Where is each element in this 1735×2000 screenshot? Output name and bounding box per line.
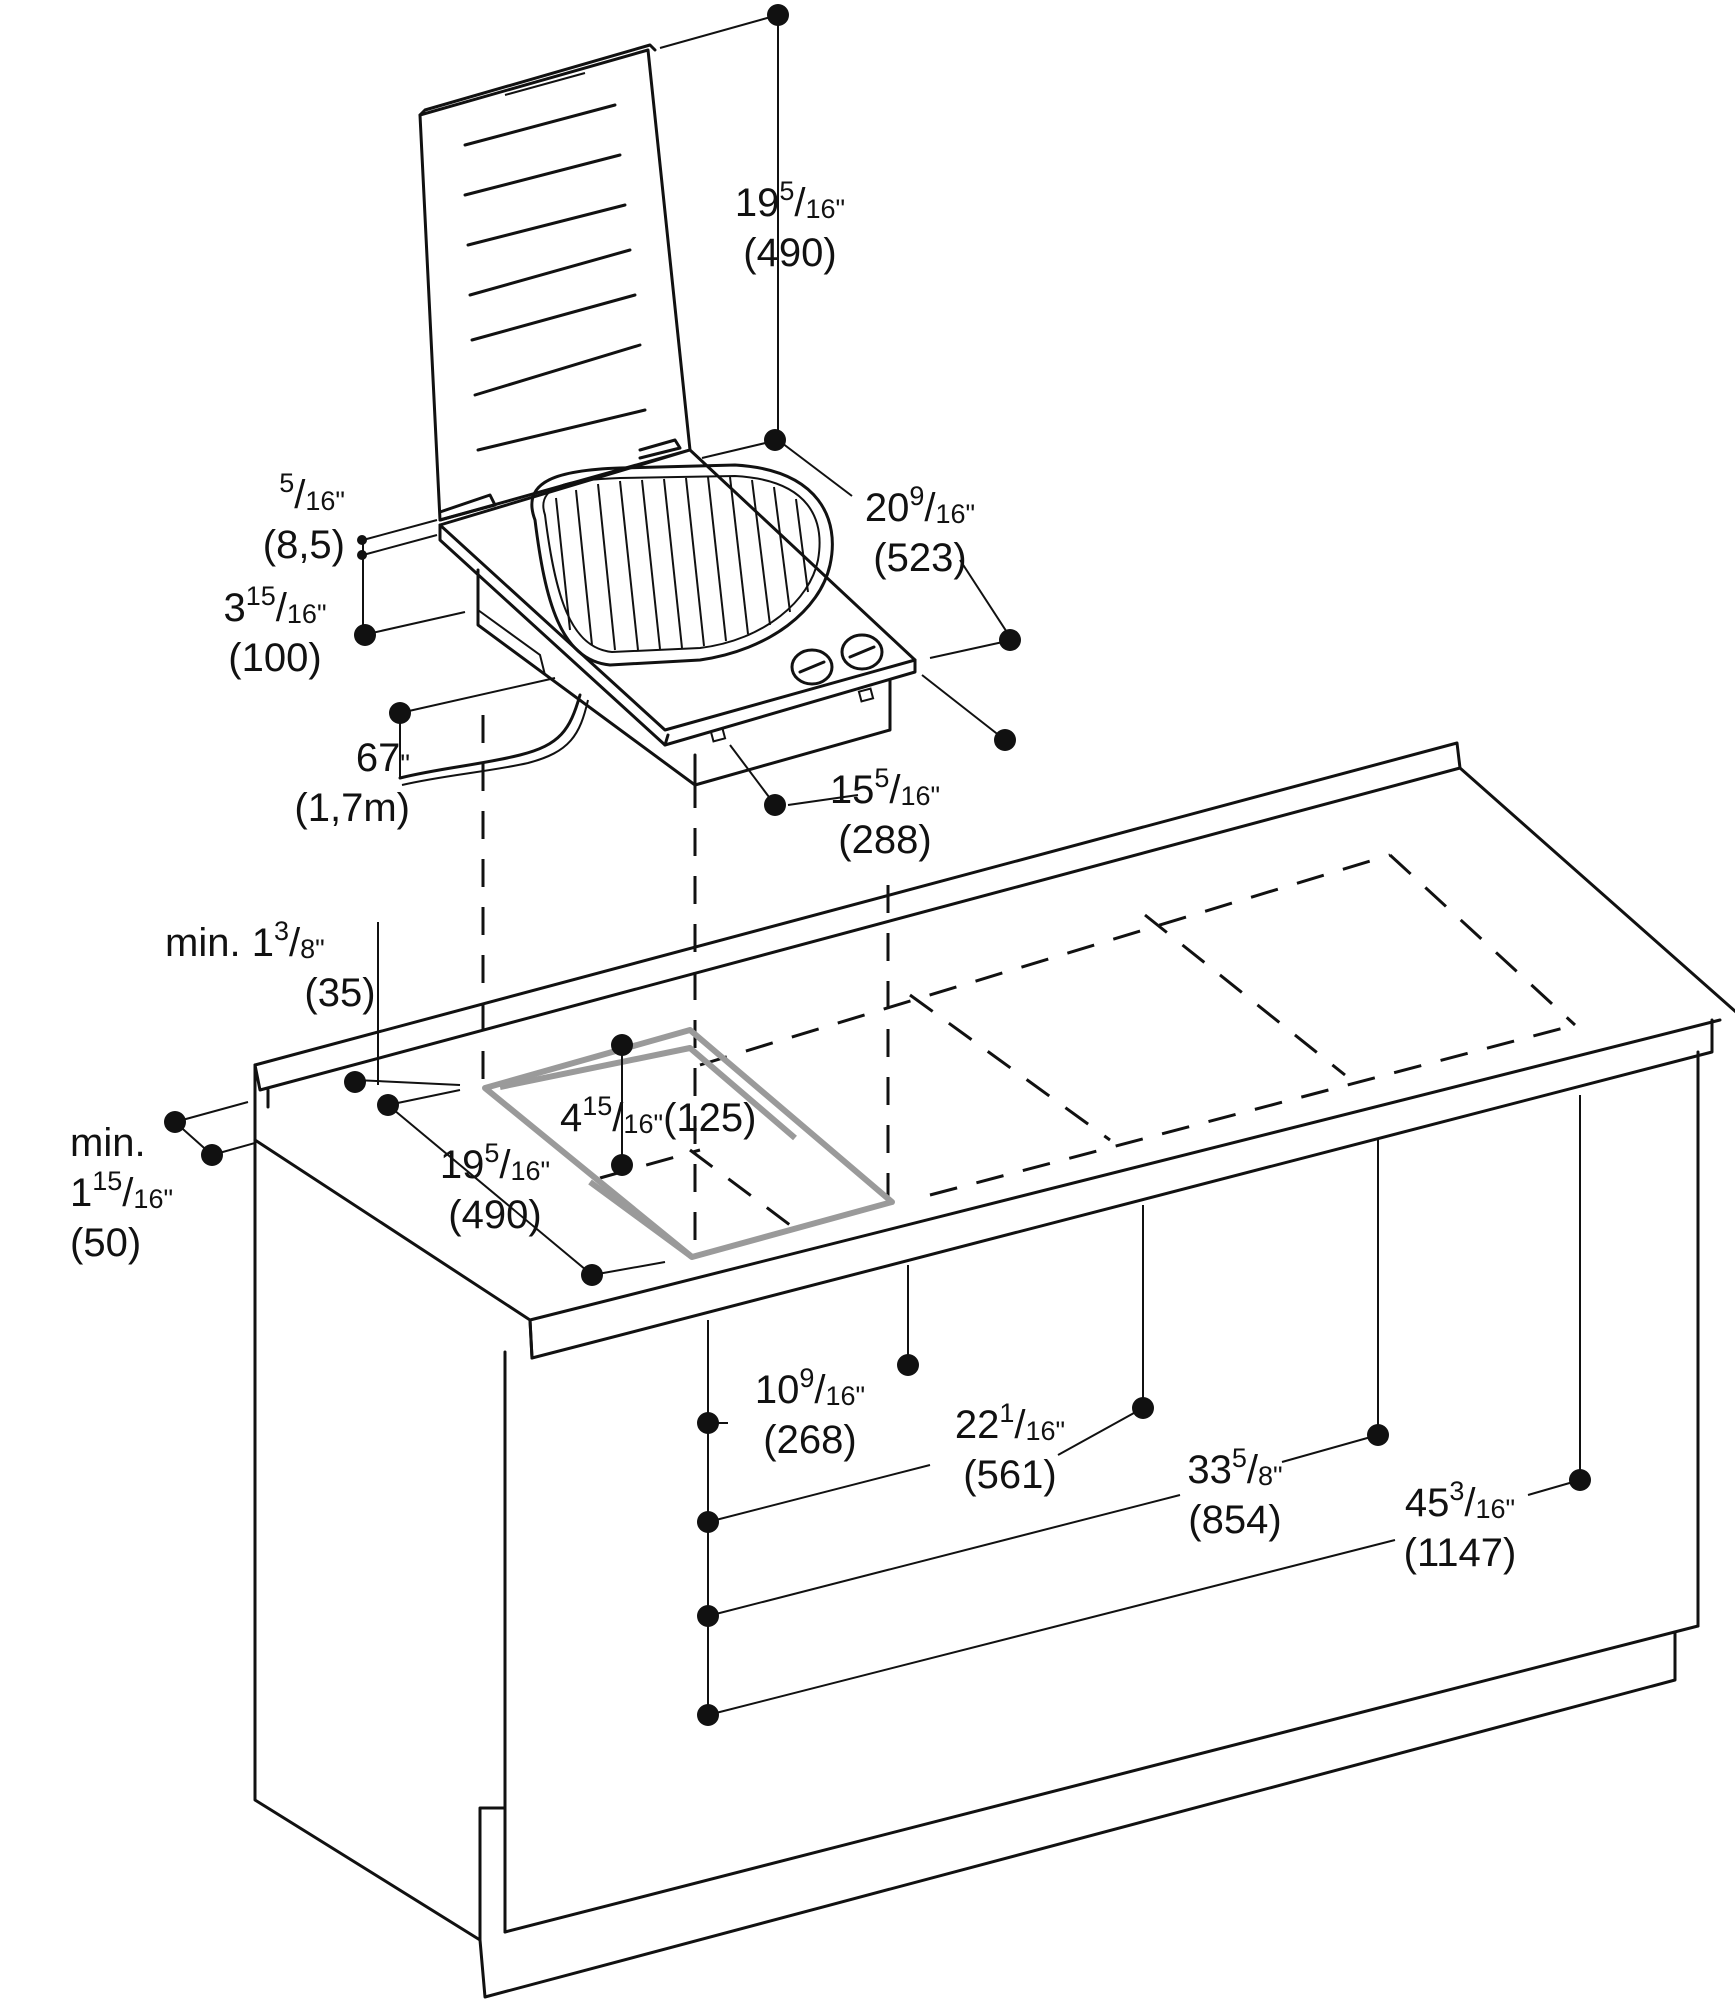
dim-distance-3: 335/8" (854) (1187, 1443, 1283, 1543)
point-rear-b (377, 1094, 399, 1116)
point-cutout-depth (581, 1264, 603, 1286)
point-base-1 (697, 1412, 719, 1434)
cabinet-left-side (253, 1138, 507, 1942)
dim-cutout-width: 415/16"(125) (560, 1091, 757, 1141)
placement-grid (481, 715, 1577, 1255)
backsplash-top-edge (253, 741, 1735, 1067)
point-gap-bottom (357, 550, 367, 560)
cabinet-plinth (478, 1630, 1677, 1999)
grill-grate (530, 463, 834, 667)
point-base-4 (697, 1704, 719, 1726)
point-front-a (164, 1111, 186, 1133)
dim-lid-height: 195/16" (490) (734, 176, 846, 276)
point-cutout-bottom (611, 1154, 633, 1176)
point-lid-top (767, 4, 789, 26)
point-d1 (897, 1354, 919, 1376)
countertop-corner (528, 1318, 534, 1360)
dim-cutout-depth: 195/16" (490) (439, 1138, 551, 1238)
dim-body-height: 315/16" (100) (223, 581, 327, 681)
hinge-right (638, 438, 682, 460)
dimension-lines (174, 14, 1581, 1716)
grill-lid-ribs (463, 103, 647, 452)
power-cord (398, 693, 582, 780)
dim-appliance-depth: 209/16" (523) (864, 481, 976, 581)
point-body-bottom (354, 624, 376, 646)
dim-distance-1: 109/16" (268) (754, 1363, 866, 1463)
point-rear-a (344, 1071, 366, 1093)
cabinet-front-bottom-edge (503, 1624, 1700, 1934)
point-lid-bottom (764, 429, 786, 451)
body-indicator-right (857, 687, 875, 703)
point-base-2 (697, 1511, 719, 1533)
countertop (253, 741, 1735, 1999)
dim-distance-4: 453/16" (1147) (1403, 1476, 1517, 1576)
dimension-points (164, 4, 1591, 1726)
dim-distance-2: 221/16" (561) (954, 1398, 1066, 1498)
control-knob-right (840, 633, 884, 671)
point-d2 (1132, 1397, 1154, 1419)
dim-cord-length: 67" (1,7m) (294, 736, 410, 830)
point-depth-end (999, 629, 1021, 651)
point-cord (389, 702, 411, 724)
body-indicator-left (709, 727, 727, 743)
point-width-left (764, 794, 786, 816)
dim-lid-gap: 5/16" (8,5) (262, 468, 345, 568)
point-d3 (1367, 1424, 1389, 1446)
grill-lid-top-edge (418, 43, 657, 117)
countertop-front-face (528, 1018, 1714, 1360)
point-front-b (201, 1144, 223, 1166)
dim-appliance-width: 155/16" (288) (829, 763, 941, 863)
control-knob-left (790, 648, 834, 686)
backsplash-front-edge (253, 766, 1462, 1092)
point-gap-top (357, 535, 367, 545)
hinge-left (438, 493, 497, 522)
point-width-right (994, 729, 1016, 751)
dim-min-front-clearance: min. 115/16" (50) (70, 1121, 174, 1265)
dim-min-rear-clearance: min. 13/8" (35) (165, 916, 376, 1016)
grill-appliance (398, 43, 917, 787)
point-d4 (1569, 1469, 1591, 1491)
point-cutout-top (611, 1034, 633, 1056)
point-base-3 (697, 1605, 719, 1627)
